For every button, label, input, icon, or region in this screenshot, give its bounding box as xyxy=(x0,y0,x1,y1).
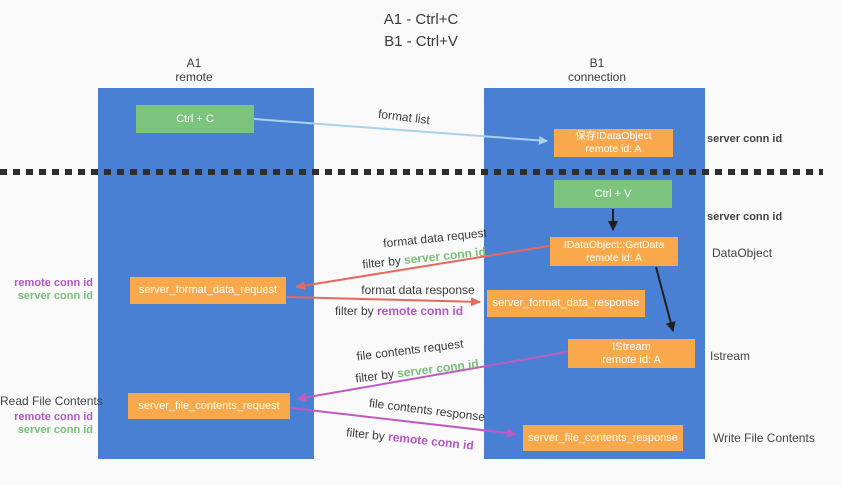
filter-by-text: filter by xyxy=(354,366,395,386)
lane-b-name: B1 xyxy=(589,56,605,70)
label-filter-by-remote-conn-id-1: filter by remote conn id xyxy=(335,304,463,318)
session-separator-dotted-line xyxy=(0,169,823,175)
filter-by-text: filter by xyxy=(361,253,402,272)
label-server-conn-id-top-right: server conn id xyxy=(707,133,783,145)
node-idataobject-getdata-line1: IDataObject::GetData xyxy=(563,238,665,251)
server-conn-id-text: server conn id xyxy=(403,244,487,268)
node-save-idataobject-line2: remote id: A xyxy=(585,143,642,155)
label-filter-by-server-conn-id-1: filter by server conn id xyxy=(362,245,487,272)
label-format-data-response: format data response xyxy=(361,283,475,297)
label-remote-conn-id-left-1: remote conn id xyxy=(14,277,93,289)
node-server-file-contents-response-label: server_file_contents_response xyxy=(528,431,678,444)
node-idataobject-getdata: IDataObject::GetData remote id: A xyxy=(550,237,678,266)
node-server-format-data-response: server_format_data_response xyxy=(487,290,645,317)
node-istream-line2: remote id: A xyxy=(602,353,661,366)
lane-a-name: A1 xyxy=(186,56,202,70)
label-file-contents-response: file contents response xyxy=(368,395,486,425)
filter-by-text: filter by xyxy=(334,304,374,318)
node-server-file-contents-request: server_file_contents_request xyxy=(128,393,290,419)
diagram-title: A1 - Ctrl+C B1 - Ctrl+V xyxy=(0,9,842,53)
lane-a-header: A1 remote xyxy=(134,56,254,84)
label-remote-conn-id-left-2: remote conn id xyxy=(14,411,93,423)
node-ctrl-c: Ctrl + C xyxy=(136,105,254,133)
title-line-1: A1 - Ctrl+C xyxy=(383,11,459,28)
label-server-conn-id-left-2: server conn id xyxy=(17,424,93,436)
format-data-response-arrow xyxy=(286,296,481,307)
lane-a-role: remote xyxy=(175,70,213,84)
node-save-idataobject: 保存IDataObject remote id: A xyxy=(554,129,673,157)
node-server-format-data-request: server_format_data_request xyxy=(130,277,286,304)
label-write-file-contents: Write File Contents xyxy=(713,431,815,445)
node-ctrl-v-label: Ctrl + V xyxy=(594,187,632,200)
node-server-file-contents-request-label: server_file_contents_request xyxy=(138,399,280,412)
node-save-idataobject-line1: 保存IDataObject xyxy=(575,130,652,142)
server-conn-id-text: server conn id xyxy=(396,356,480,381)
label-filter-by-remote-conn-id-2: filter by remote conn id xyxy=(346,425,475,452)
label-server-conn-id-mid-right: server conn id xyxy=(707,211,783,223)
lane-b-role: connection xyxy=(567,70,627,84)
lane-b-header: B1 connection xyxy=(537,56,657,84)
node-ctrl-v: Ctrl + V xyxy=(554,180,672,208)
node-ctrl-c-label: Ctrl + C xyxy=(176,112,214,125)
remote-conn-id-text: remote conn id xyxy=(387,429,475,453)
label-istream: Istream xyxy=(710,349,751,363)
label-read-file-contents: Read File Contents xyxy=(0,394,103,408)
node-server-format-data-request-label: server_format_data_request xyxy=(138,284,278,296)
title-line-2: B1 - Ctrl+V xyxy=(384,33,458,50)
remote-conn-id-text: remote conn id xyxy=(377,304,464,318)
label-format-list: format list xyxy=(377,106,431,128)
node-istream: IStream remote id: A xyxy=(568,339,695,368)
node-server-file-contents-response: server_file_contents_response xyxy=(523,425,683,451)
filter-by-text: filter by xyxy=(345,425,386,444)
label-server-conn-id-left-1: server conn id xyxy=(17,290,93,302)
node-server-format-data-response-label: server_format_data_response xyxy=(492,297,640,309)
label-dataobject: DataObject xyxy=(712,246,773,260)
node-istream-line1: IStream xyxy=(612,340,651,353)
node-idataobject-getdata-line2: remote id: A xyxy=(585,251,643,264)
